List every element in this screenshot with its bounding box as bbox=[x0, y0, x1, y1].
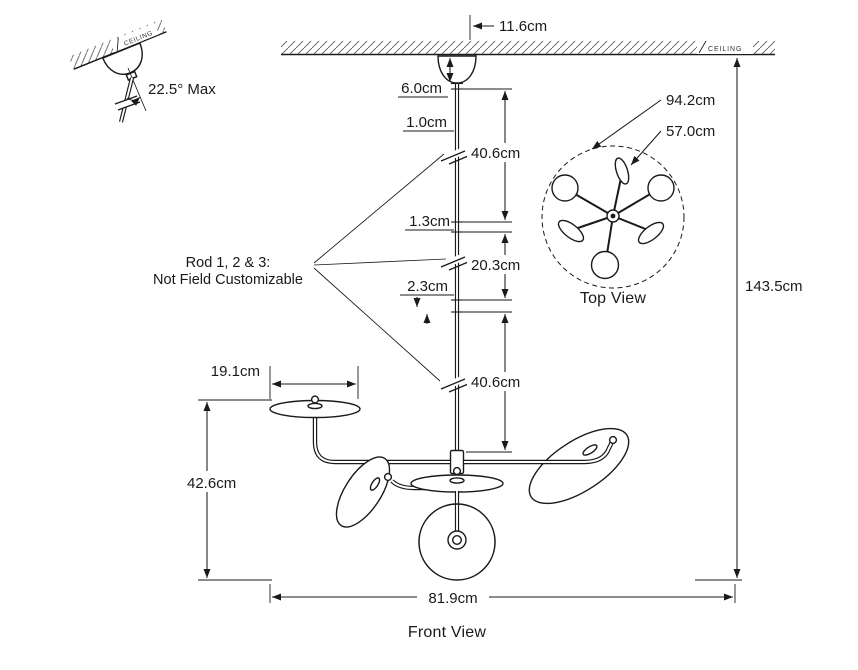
leader-break3 bbox=[313, 267, 441, 382]
rod-note: Rod 1, 2 & 3: Not Field Customizable bbox=[153, 153, 447, 382]
ceiling-label-slash bbox=[698, 40, 707, 54]
overall-height-label: 143.5cm bbox=[745, 278, 803, 295]
coupler-2-label: 2.3cm bbox=[407, 278, 448, 295]
rod-note-line1: Rod 1, 2 & 3: bbox=[186, 255, 271, 271]
body-width-label: 81.9cm bbox=[428, 590, 477, 607]
tilt-angle-arc bbox=[126, 96, 141, 106]
leader-top-diameter bbox=[591, 99, 662, 150]
ceiling-label-gap bbox=[697, 40, 753, 54]
rod-dimensions: 40.6cm 20.3cm 40.6cm bbox=[462, 88, 535, 453]
leader-break2 bbox=[313, 258, 447, 266]
top-globe-3 bbox=[590, 250, 620, 280]
rod-diameter-label: 1.0cm bbox=[406, 114, 447, 131]
top-view-outline bbox=[541, 145, 685, 289]
canopy-height-label: 6.0cm bbox=[401, 80, 442, 97]
canopy-width-label: 11.6cm bbox=[499, 18, 547, 35]
rod-breaks bbox=[440, 144, 474, 393]
top-shade-1 bbox=[557, 219, 585, 243]
top-view: 94.2cm 57.0cm Top View bbox=[541, 92, 715, 307]
top-view-arm-label: 57.0cm bbox=[666, 123, 715, 140]
glass-globe bbox=[418, 503, 496, 581]
canopy-dome bbox=[437, 55, 477, 84]
top-shade-2 bbox=[637, 221, 665, 245]
rod-note-line2: Not Field Customizable bbox=[153, 272, 303, 288]
shade-right bbox=[528, 427, 630, 505]
coupler-1-label: 1.3cm bbox=[409, 213, 450, 230]
tilt-angle-label: 22.5° Max bbox=[148, 81, 216, 98]
center-shade-finial bbox=[452, 466, 462, 476]
shade-right-finial bbox=[608, 435, 618, 445]
left-arm bbox=[312, 418, 450, 465]
rod-section-2-label: 20.3cm bbox=[471, 257, 520, 274]
dim-canopy-width: 11.6cm bbox=[469, 15, 547, 40]
dim-body-width: 81.9cm bbox=[269, 584, 736, 607]
top-globe-1 bbox=[551, 174, 579, 202]
top-view-title: Top View bbox=[580, 290, 646, 307]
shade-upper-left-finial bbox=[310, 395, 320, 404]
dim-body-height: 42.6cm bbox=[183, 399, 272, 581]
body-height-label: 42.6cm bbox=[187, 475, 236, 492]
dim-overall-height: 143.5cm bbox=[695, 58, 803, 581]
top-shade-3 bbox=[614, 157, 630, 185]
small-callouts: 6.0cm 1.0cm 1.3cm 2.3cm bbox=[398, 58, 454, 324]
dim-shade-width: 19.1cm bbox=[211, 363, 359, 399]
shade-lower-left bbox=[335, 456, 391, 528]
leader-break1 bbox=[313, 153, 445, 264]
ceiling-label: CEILING bbox=[708, 46, 742, 53]
top-globe-2 bbox=[647, 174, 675, 202]
shade-lower-left-finial bbox=[383, 472, 393, 482]
rod-section-3-label: 40.6cm bbox=[471, 374, 520, 391]
main-ceiling: CEILING bbox=[281, 40, 775, 56]
top-view-diameter-label: 94.2cm bbox=[666, 92, 715, 109]
ceiling-hatch bbox=[281, 41, 775, 54]
detail-ceiling-label-slash bbox=[116, 37, 119, 52]
rod-section-1-label: 40.6cm bbox=[471, 145, 520, 162]
detail-axis-line bbox=[127, 67, 147, 112]
shade-width-label: 19.1cm bbox=[211, 363, 260, 380]
detail-ceiling-label-gap bbox=[109, 23, 159, 53]
leader-arm-spread bbox=[630, 130, 662, 166]
tilt-detail: CEILING 22.5° Max bbox=[68, 19, 216, 123]
front-view-title: Front View bbox=[408, 624, 486, 641]
fixture-body bbox=[269, 395, 630, 581]
